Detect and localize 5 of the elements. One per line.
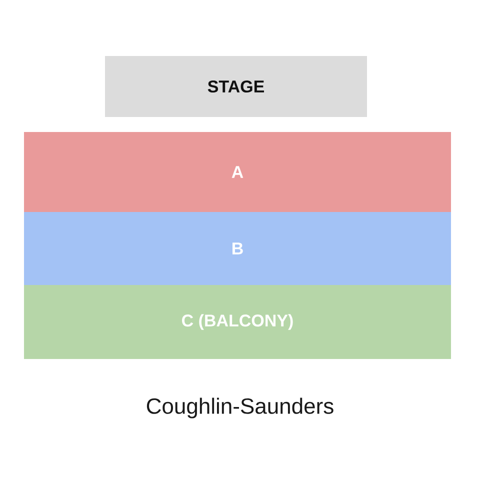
seating-section: C (BALCONY) bbox=[24, 285, 451, 359]
seating-section: A bbox=[24, 132, 451, 212]
caption: Coughlin-Saunders bbox=[146, 398, 334, 418]
stage-block: STAGE bbox=[105, 56, 367, 117]
seating-section: B bbox=[24, 212, 451, 285]
